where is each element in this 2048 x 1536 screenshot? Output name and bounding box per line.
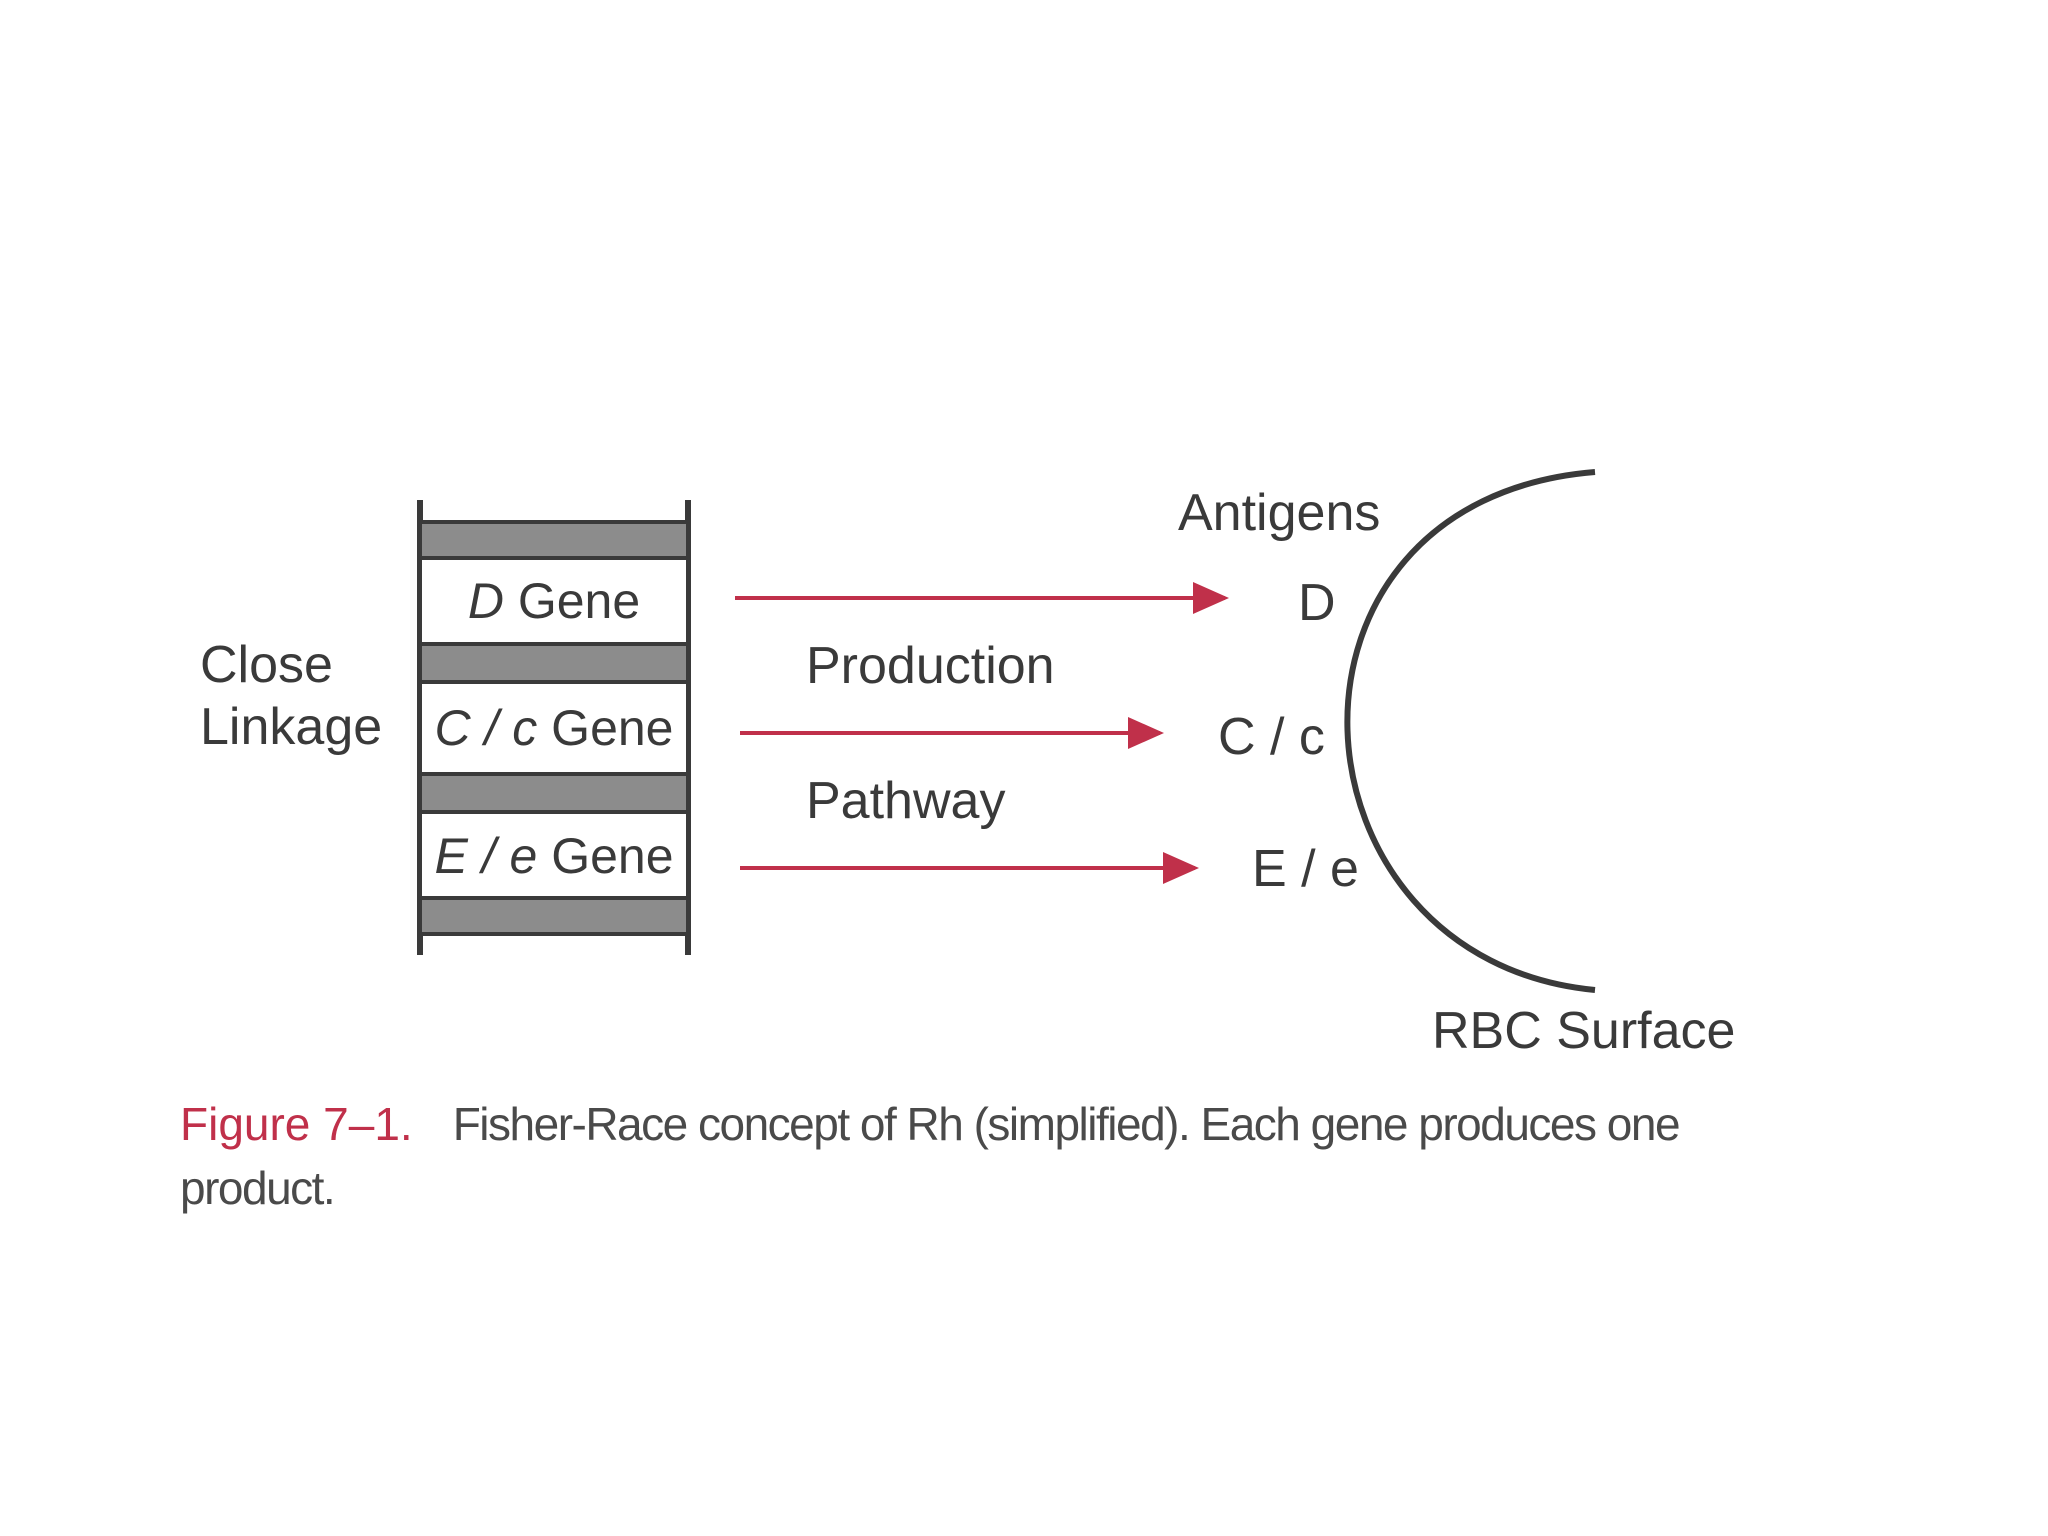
chromosome: [417, 500, 691, 955]
cc-antigen-label: C / c: [1218, 708, 1325, 766]
cc-gene-label: C / c Gene: [434, 700, 673, 756]
pathway-label: Pathway: [806, 772, 1005, 830]
figure-caption-text: Fisher-Race concept of Rh (simplified). …: [180, 1098, 1681, 1214]
chromosome-band: [418, 896, 690, 936]
d-antigen-label: D: [1298, 574, 1336, 632]
rbc-surface-label: RBC Surface: [1432, 1002, 1735, 1060]
chromosome-band: [418, 520, 690, 560]
ee-gene-label: E / e Gene: [434, 828, 673, 884]
production-label: Production: [806, 637, 1055, 695]
ee-antigen-label: E / e: [1252, 840, 1359, 898]
antigens-label: Antigens: [1178, 484, 1380, 542]
cc-gene-box: [418, 680, 690, 776]
chromosome-band: [418, 642, 690, 684]
chromosome-band: [418, 772, 690, 814]
figure-caption: Figure 7–1.Fisher-Race concept of Rh (si…: [180, 1092, 1740, 1220]
linkage-label: Linkage: [200, 698, 382, 756]
rbc-surface-arc: [1344, 469, 1596, 993]
ee-gene-box: [418, 810, 690, 900]
d-gene-label: D Gene: [468, 573, 640, 629]
figure-number: Figure 7–1.: [180, 1098, 413, 1150]
d-gene-box: [418, 556, 690, 646]
close-label: Close: [200, 636, 333, 694]
